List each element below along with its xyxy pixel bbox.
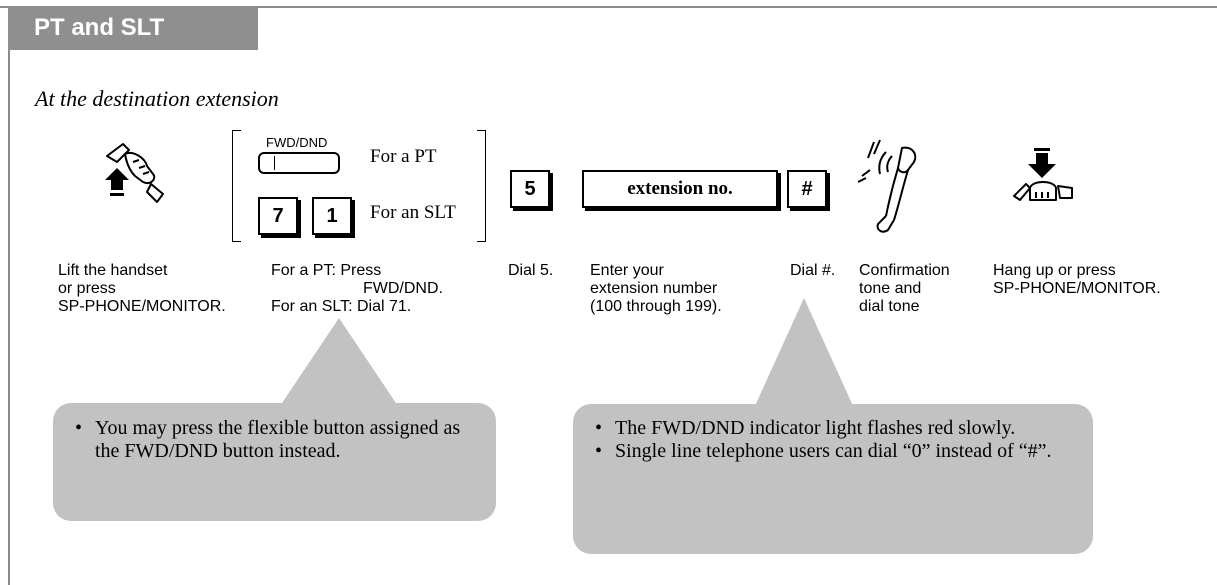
for-pt-text: For a PT bbox=[370, 146, 437, 167]
key-hash[interactable]: # bbox=[787, 170, 827, 208]
section-tab: PT and SLT bbox=[8, 6, 258, 50]
hang-up-icon bbox=[1013, 148, 1073, 201]
for-slt-text: For an SLT bbox=[370, 202, 456, 223]
fwd-dnd-key[interactable] bbox=[258, 152, 340, 174]
callout-right-item: Single line telephone users can dial “0”… bbox=[595, 440, 1075, 463]
callout-right: The FWD/DND indicator light flashes red … bbox=[573, 404, 1093, 554]
extension-no-key[interactable]: extension no. bbox=[582, 170, 778, 208]
step-dialhash-label: Dial #. bbox=[790, 262, 836, 279]
callout-left: You may press the flexible button assign… bbox=[53, 403, 496, 521]
subtitle: At the destination extension bbox=[35, 86, 279, 111]
callout-left-item: You may press the flexible button assign… bbox=[75, 417, 478, 463]
lift-handset-icon bbox=[105, 143, 164, 203]
key-7[interactable]: 7 bbox=[258, 197, 298, 235]
callout-right-item: The FWD/DND indicator light flashes red … bbox=[595, 417, 1075, 440]
bracket-right bbox=[477, 130, 486, 242]
key-1[interactable]: 1 bbox=[312, 197, 352, 235]
key-5[interactable]: 5 bbox=[510, 170, 550, 208]
callout-left-pointer bbox=[280, 318, 398, 406]
fwd-dnd-key-label: FWD/DND bbox=[266, 135, 328, 150]
frame-top-border bbox=[0, 6, 1217, 8]
step-dial5-label: Dial 5. bbox=[508, 262, 554, 279]
ringing-handset-icon bbox=[857, 139, 917, 233]
callout-right-pointer bbox=[754, 298, 854, 408]
bracket-left bbox=[232, 130, 241, 242]
frame-left-border bbox=[8, 6, 10, 585]
